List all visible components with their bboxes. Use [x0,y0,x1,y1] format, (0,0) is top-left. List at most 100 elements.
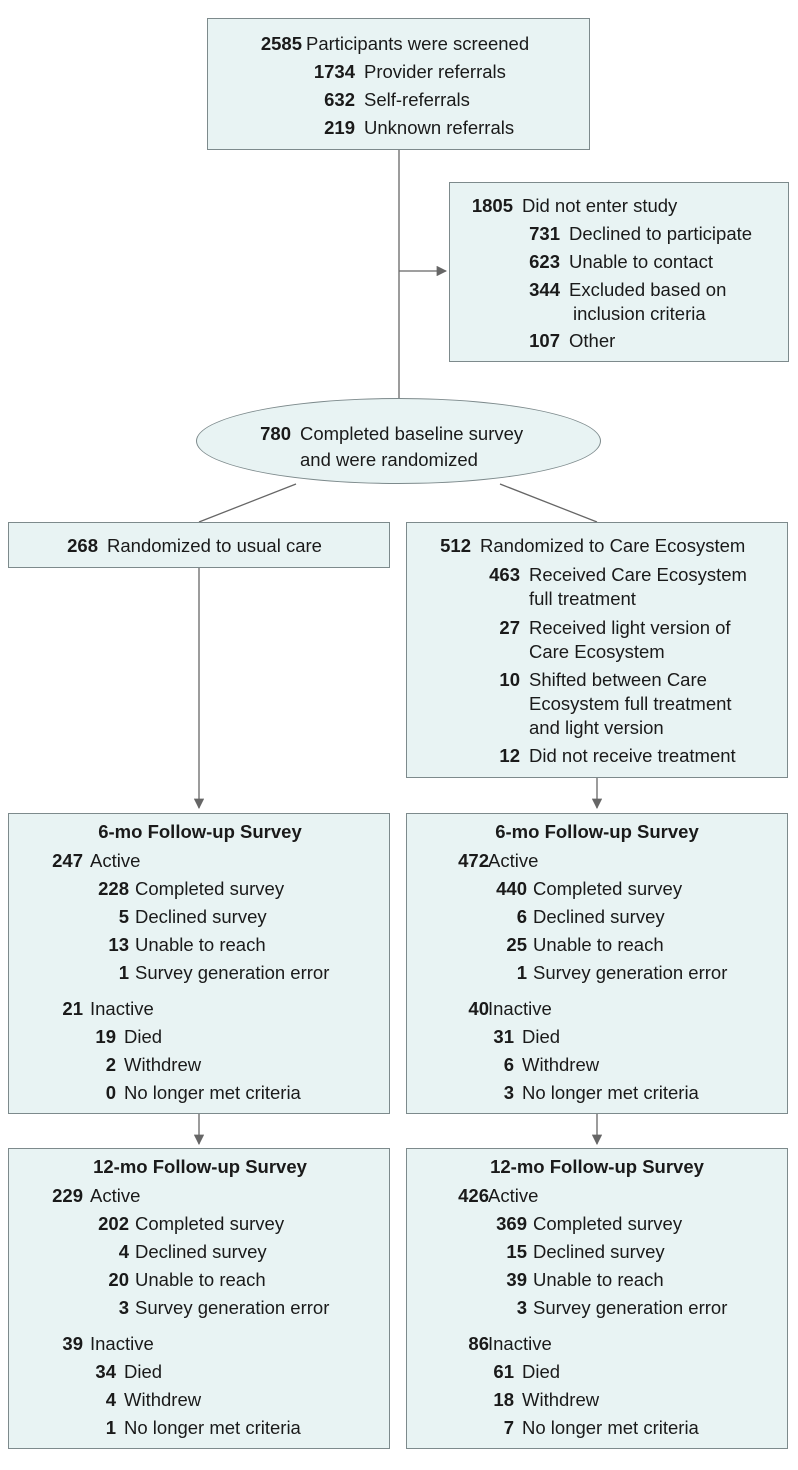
right-12mo-active-row-count: 369 [496,1213,527,1234]
left-12mo-active-row-label: Completed survey [135,1213,285,1234]
shifted-count: 10 [499,669,520,690]
full-treatment-label-1: Received Care Ecosystem [529,564,747,585]
self-referrals-label: Self-referrals [364,89,470,110]
no-treatment-count: 12 [499,745,520,766]
excluded-box [449,182,789,362]
left-12mo-active-label: Active [90,1185,141,1206]
care-ecosystem-count: 512 [440,535,471,556]
care-ecosystem-label: Randomized to Care Ecosystem [480,535,746,556]
left-6mo-active-row-count: 5 [118,906,129,927]
right-12mo-inactive-row-count: 18 [493,1389,514,1410]
unknown-referrals-label: Unknown referrals [364,117,515,138]
other-count: 107 [529,330,560,351]
screened-count: 2585 [260,33,302,54]
light-version-count: 27 [499,617,520,638]
right-12mo-inactive-count: 86 [468,1333,489,1354]
left-6mo-inactive-row-label: No longer met criteria [124,1082,301,1103]
right-12mo-active-row-label: Completed survey [533,1213,683,1234]
left-6mo-inactive-row-count: 19 [95,1026,116,1047]
did-not-enter-count: 1805 [471,195,513,216]
left-12mo-active-row-label: Survey generation error [135,1297,330,1318]
no-treatment-label: Did not receive treatment [529,745,736,766]
provider-referrals-count: 1734 [313,61,355,82]
left-12mo-active-row-count: 4 [118,1241,129,1262]
usual-care-label: Randomized to usual care [107,535,322,556]
full-treatment-label-2: full treatment [529,588,636,609]
right-6mo-active-row-label: Unable to reach [533,934,664,955]
unknown-referrals-count: 219 [324,117,355,138]
declined-participate-label: Declined to participate [569,223,753,244]
right-6mo-inactive-count: 40 [468,998,489,1019]
left-6mo-active-row-label: Unable to reach [135,934,266,955]
left-12mo-active-row-count: 202 [98,1213,129,1234]
left-12mo-inactive-label: Inactive [90,1333,154,1354]
right-6mo-active-row-count: 440 [496,878,527,899]
left-6mo-active-label: Active [90,850,141,871]
right-6mo-active-row-label: Survey generation error [533,962,728,983]
line-baseline-to-care [499,483,598,523]
left-6mo-inactive-label: Inactive [90,998,154,1019]
right-12mo-inactive-row-label: Withdrew [522,1389,600,1410]
right-6mo-active-count: 472 [458,850,489,871]
full-treatment-count: 463 [489,564,520,585]
left-12mo-inactive-row-label: Died [124,1361,163,1382]
left-12mo-followup-title: 12-mo Follow-up Survey [93,1156,307,1177]
baseline-oval [196,398,601,484]
right-6mo-inactive-label: Inactive [488,998,552,1019]
left-12mo-inactive-row-label: Withdrew [124,1389,202,1410]
left-12mo-inactive-row-label: No longer met criteria [124,1417,301,1438]
excluded-criteria-label: Excluded based on [569,279,727,300]
left-12mo-active-row-count: 3 [118,1297,129,1318]
left-6mo-inactive-row-count: 2 [105,1054,116,1075]
excluded-criteria-label-2: inclusion criteria [573,303,706,324]
left-12mo-inactive-count: 39 [62,1333,83,1354]
left-6mo-active-row-count: 1 [118,962,129,983]
right-6mo-active-row-label: Completed survey [533,878,683,899]
left-6mo-inactive-count: 21 [62,998,83,1019]
light-version-label-2: Care Ecosystem [529,641,665,662]
unable-contact-count: 623 [529,251,560,272]
right-6mo-inactive-row-count: 31 [493,1026,514,1047]
right-6mo-inactive-row-label: No longer met criteria [522,1082,699,1103]
self-referrals-count: 632 [324,89,355,110]
excluded-criteria-count: 344 [529,279,560,300]
right-12mo-active-row-count: 3 [516,1297,527,1318]
declined-participate-count: 731 [529,223,560,244]
left-12mo-followup-box [8,1148,390,1449]
right-6mo-followup-title: 6-mo Follow-up Survey [495,821,699,842]
left-12mo-active-count: 229 [52,1185,83,1206]
left-12mo-active-row-label: Unable to reach [135,1269,266,1290]
left-12mo-inactive-row-count: 4 [105,1389,116,1410]
right-12mo-inactive-row-label: No longer met criteria [522,1417,699,1438]
right-12mo-active-row-label: Survey generation error [533,1297,728,1318]
left-6mo-active-row-count: 228 [98,878,129,899]
right-12mo-inactive-row-count: 7 [503,1417,514,1438]
left-6mo-followup-title: 6-mo Follow-up Survey [98,821,302,842]
right-12mo-active-label: Active [488,1185,539,1206]
left-6mo-inactive-row-label: Died [124,1026,163,1047]
right-12mo-inactive-row-label: Died [522,1361,561,1382]
left-12mo-inactive-row-count: 34 [95,1361,116,1382]
left-6mo-followup-box [8,813,390,1114]
right-12mo-inactive-label: Inactive [488,1333,552,1354]
unable-contact-label: Unable to contact [569,251,713,272]
baseline-label-2: and were randomized [300,449,478,470]
left-6mo-active-row-label: Survey generation error [135,962,330,983]
shifted-label-3: and light version [529,717,664,738]
left-6mo-active-row-count: 13 [108,934,129,955]
light-version-label-1: Received light version of [529,617,731,638]
right-12mo-inactive-row-count: 61 [493,1361,514,1382]
screened-label: Participants were screened [306,33,530,54]
right-6mo-inactive-row-label: Withdrew [522,1054,600,1075]
right-12mo-active-row-count: 15 [506,1241,527,1262]
right-12mo-followup-title: 12-mo Follow-up Survey [490,1156,704,1177]
left-12mo-inactive-row-count: 1 [105,1417,116,1438]
did-not-enter-label: Did not enter study [522,195,678,216]
right-12mo-active-row-label: Unable to reach [533,1269,664,1290]
left-6mo-inactive-row-count: 0 [105,1082,116,1103]
left-6mo-active-row-label: Completed survey [135,878,285,899]
left-12mo-active-row-count: 20 [108,1269,129,1290]
care-ecosystem-box [406,522,788,778]
right-12mo-active-count: 426 [458,1185,489,1206]
